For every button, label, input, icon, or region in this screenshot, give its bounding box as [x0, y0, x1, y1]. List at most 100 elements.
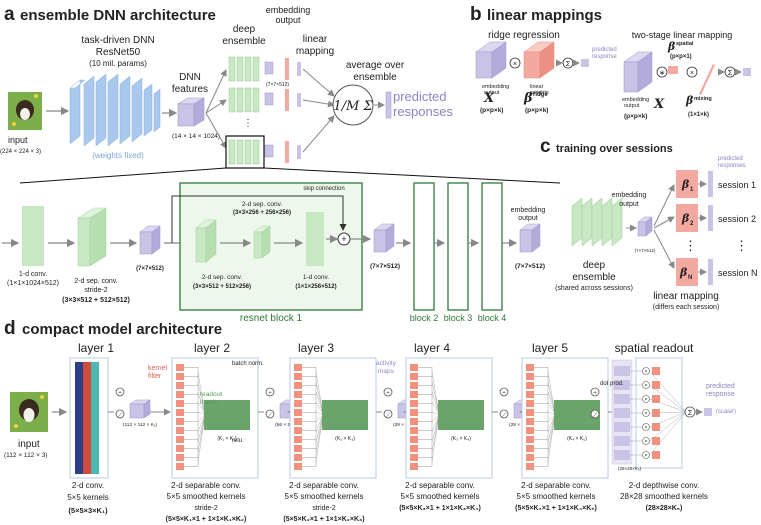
- kernel-filter: [176, 436, 184, 443]
- readout-1: readout: [200, 391, 222, 398]
- relu-sign: ⟋: [593, 412, 598, 419]
- activity-channel: [614, 366, 630, 376]
- kernel-conn: [315, 371, 323, 409]
- dnn-title-1: task-driven DNN: [81, 35, 154, 46]
- cap5-2: 5×5 smoothed kernels: [517, 492, 596, 501]
- batch-norm-sign: ÷: [593, 391, 597, 397]
- spatial-sup: spatial: [676, 41, 694, 47]
- kernel-filter: [526, 427, 534, 434]
- batch-norm-sign: ÷: [118, 391, 122, 397]
- panel-a-title: ensemble DNN architecture: [20, 7, 216, 24]
- dot-prod-sign: ×: [645, 425, 648, 431]
- panel-d-letter: d: [4, 318, 16, 339]
- ridge-emb-1: embedding: [482, 84, 509, 90]
- kernel-conn: [197, 415, 205, 423]
- relu-node: [383, 409, 393, 419]
- c-emb-2: output: [619, 201, 639, 208]
- sum-line: [649, 411, 687, 456]
- dot-prod-sign: ×: [645, 439, 648, 445]
- kernel-conn: [431, 381, 439, 410]
- c-pred-1: predicted: [718, 156, 743, 162]
- final-dims: (7×7×512): [515, 263, 545, 270]
- depthwise-kernel: [652, 367, 660, 375]
- emb-out-1: embedding: [266, 5, 311, 15]
- final-emb-1: embedding: [511, 207, 546, 214]
- ensemble-member-2: [228, 87, 301, 113]
- sessionN: session N: [718, 268, 758, 278]
- input-label: input: [8, 135, 28, 145]
- ensemble-member-1: [228, 56, 301, 82]
- sum-line: [649, 411, 687, 428]
- svg-text:×: ×: [690, 70, 694, 77]
- kernel-filter: [176, 427, 184, 434]
- two-x-dims: (p×p×k): [624, 113, 647, 120]
- beta2: β: [681, 212, 690, 225]
- block-3: [447, 182, 469, 311]
- kernel-conn: [547, 371, 555, 409]
- panel-a-letter: a: [4, 4, 15, 25]
- kernel-filter: [294, 400, 302, 407]
- batch-norm-node: [590, 387, 600, 397]
- ridge-beta-block: [523, 41, 555, 79]
- features-dims: (14 × 14 × 1024): [172, 133, 220, 140]
- kernel-filter: [526, 454, 534, 461]
- activity-block-side: [143, 399, 151, 419]
- layer-5: ÷⟋(28 × 28 × K₄)(K₄ × K₅): [492, 357, 609, 479]
- kernel-filter: [176, 454, 184, 461]
- kernel-conn: [547, 381, 555, 410]
- layer-title-5: layer 5: [532, 341, 568, 355]
- c-pred-2: responses: [718, 163, 746, 169]
- kernel-filter: [410, 391, 418, 398]
- two-x-block: [623, 51, 653, 93]
- activity-block: [129, 403, 145, 419]
- kernel-filter: [410, 418, 418, 425]
- skip-label: skip connection: [303, 186, 344, 192]
- kernel-conn: [197, 381, 205, 410]
- sep-dims: (3×3×512 + 512×512): [62, 297, 130, 304]
- b-pred-1: predicted: [592, 47, 617, 53]
- readout-dims: (K₂ × K₃): [335, 436, 355, 442]
- kernel-filter: [526, 409, 534, 416]
- relu-sign: ⟋: [118, 412, 123, 419]
- d-input-dims: (112 × 112 × 3): [4, 452, 48, 459]
- mixing-sup: mixing: [694, 96, 712, 102]
- d-pred-3: (scalar): [716, 409, 736, 415]
- panel-c-title: training over sessions: [556, 143, 673, 155]
- batch-norm: batch norm.: [232, 361, 264, 367]
- kernel-filter: [176, 418, 184, 425]
- depthwise-kernel: [652, 381, 660, 389]
- ridge-x-dims: (p×p×k): [480, 107, 503, 114]
- relu-sign: ⟋: [502, 412, 507, 419]
- avg-label-2: ensemble: [353, 72, 397, 83]
- kernel-filter-1: kernel: [148, 365, 168, 372]
- cap2-2: 5×5 smoothed kernels: [167, 492, 246, 501]
- sum-line: [649, 398, 687, 413]
- kernel-conn: [315, 416, 323, 433]
- kernel-filter: [176, 445, 184, 452]
- relu-sign: ⟋: [268, 412, 273, 419]
- readout-dims: (K₃ × K₄): [451, 436, 471, 442]
- kernel-conn: [431, 391, 439, 412]
- d-layers: ÷⟋(112 × 112 × K₁)(K₁ × K₂)÷⟋(56 × 56 × …: [108, 357, 609, 479]
- c-deep-ensemble: [571, 197, 623, 247]
- beta2-sub: 2: [690, 221, 694, 227]
- ensemble-small-dims: (7×7×512): [266, 82, 289, 88]
- cap2-1: 2-d separable conv.: [171, 481, 241, 490]
- ridge-title: ridge regression: [488, 30, 560, 41]
- two-pred: [743, 68, 751, 76]
- activity-channel: [614, 436, 630, 446]
- kernel-filter: [294, 445, 302, 452]
- kernel-filter: [410, 445, 418, 452]
- ridge-x: X: [483, 91, 495, 106]
- kernel-filter: [294, 409, 302, 416]
- kernel-filter: [410, 400, 418, 407]
- session2: session 2: [718, 214, 756, 224]
- ridge-beta-dims: (p×p×k): [525, 107, 548, 114]
- kernel-filter: [526, 436, 534, 443]
- cap6-1: 2-d depthwise conv.: [629, 481, 700, 490]
- kernel-filter: [176, 373, 184, 380]
- readout-dims: (K₄ × K₅): [567, 436, 587, 442]
- kernel-conn: [197, 411, 205, 415]
- c-dots-2: ⋮: [735, 238, 748, 253]
